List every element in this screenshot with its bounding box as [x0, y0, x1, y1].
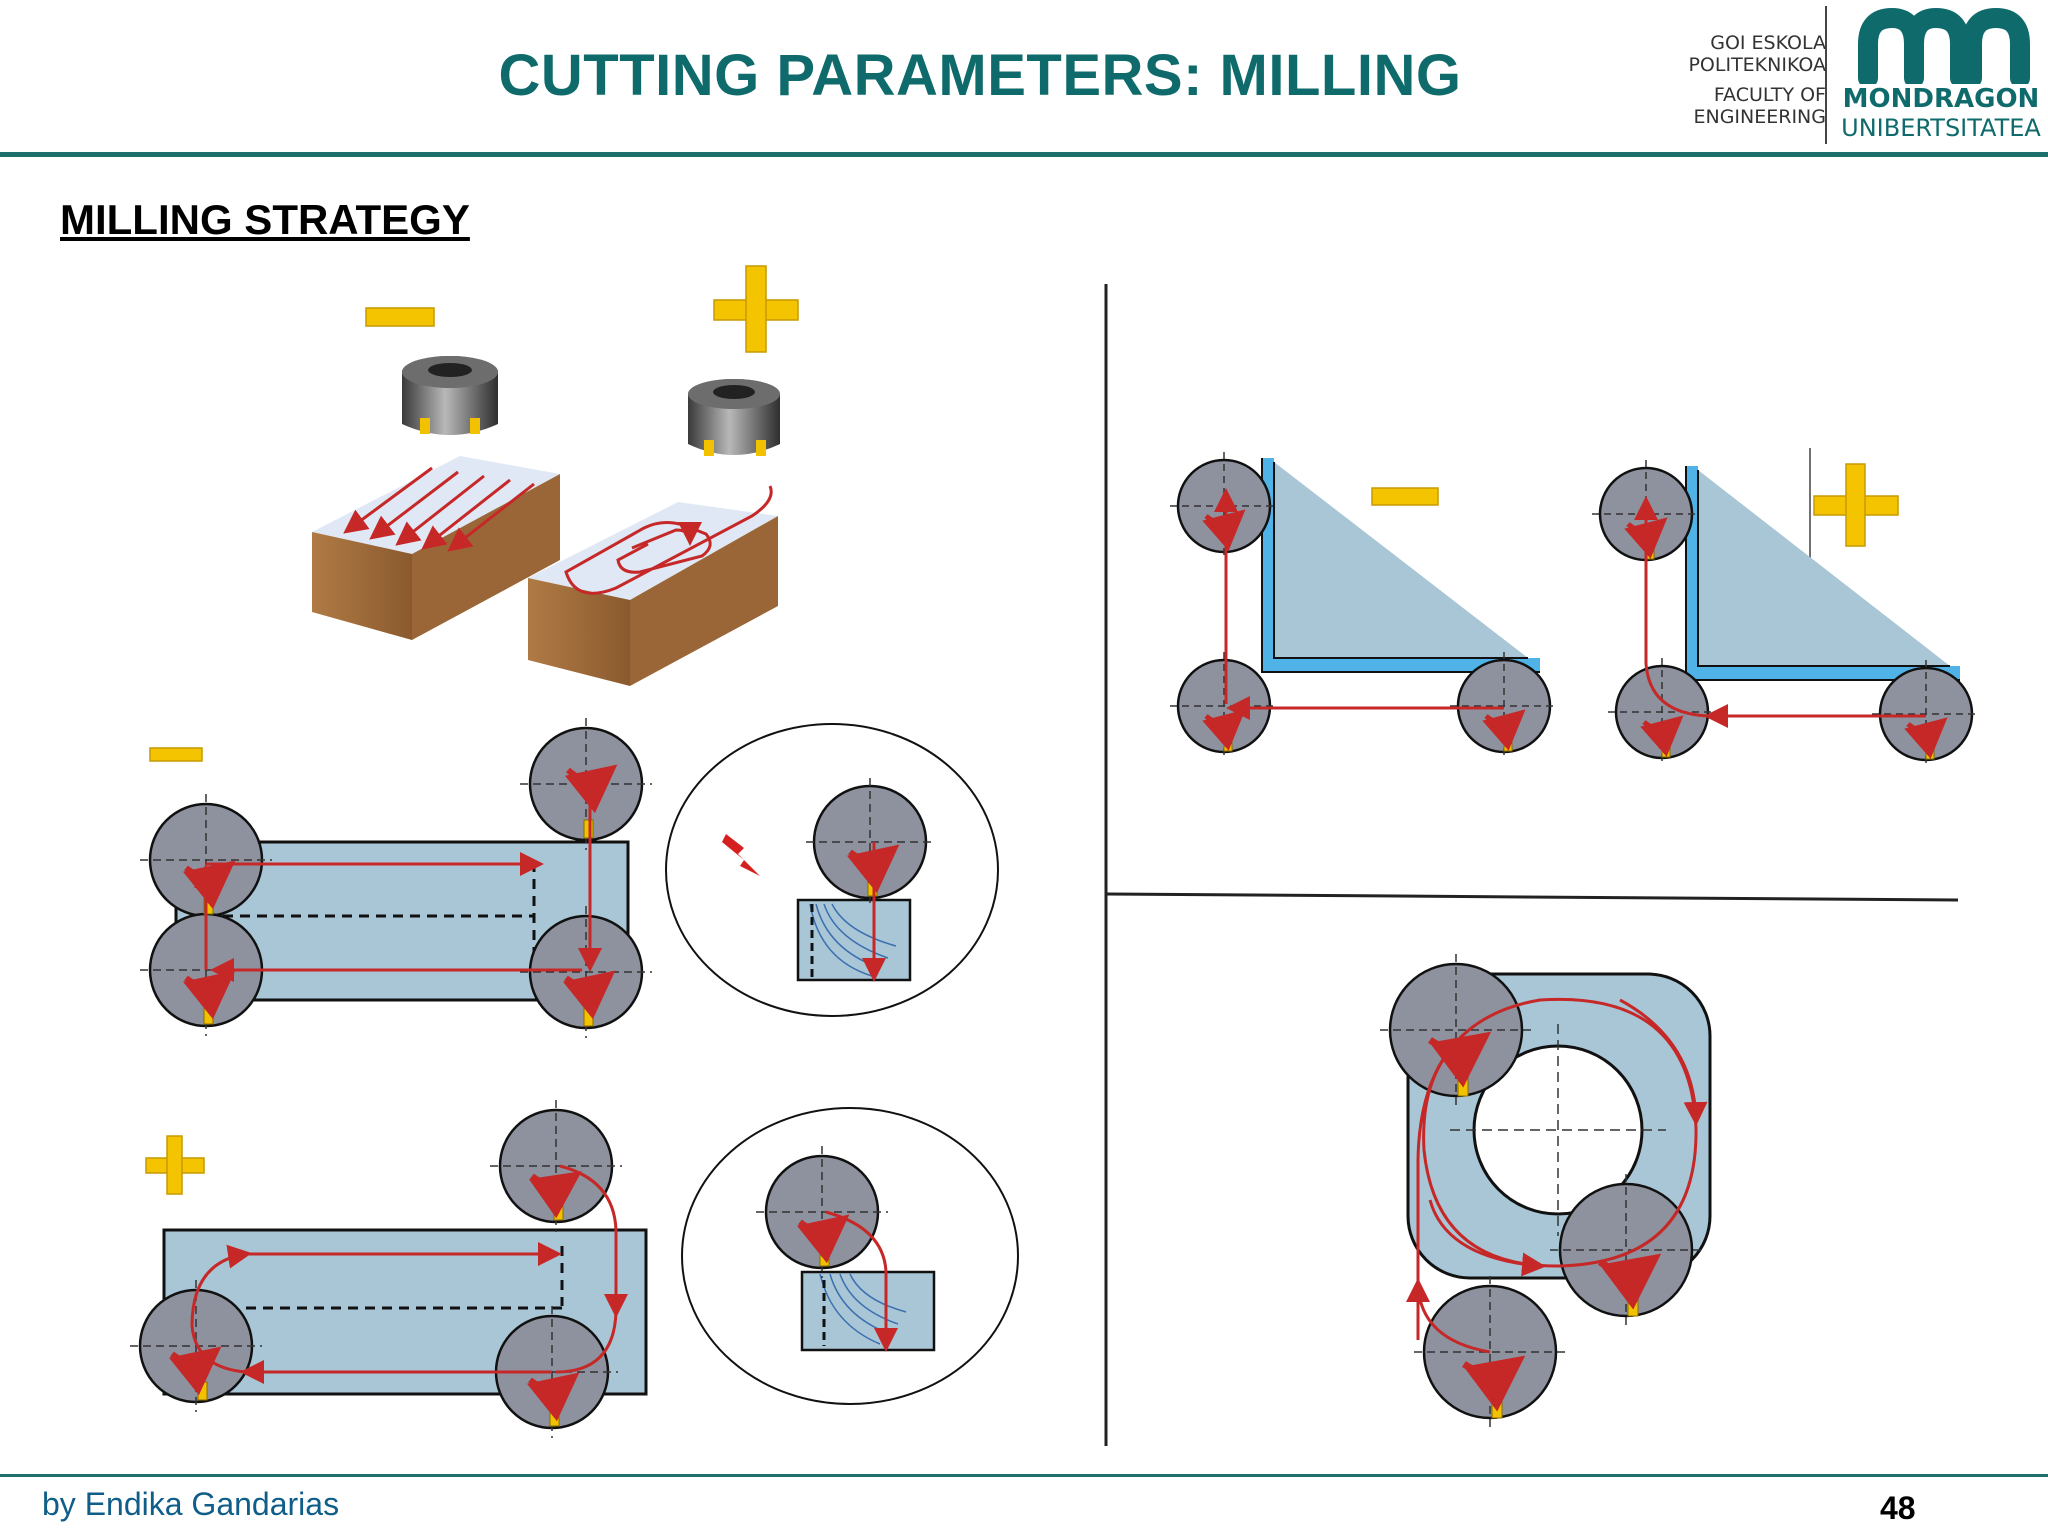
logo-university-text: MONDRAGON UNIBERTSITATEA — [1836, 84, 2046, 142]
logo-faculty-line2: ENGINEERING — [1693, 106, 1826, 128]
plus-sign-icon — [145, 1135, 205, 1195]
minus-sign-icon — [365, 307, 435, 327]
footer-divider — [0, 1474, 2048, 1477]
logo-school-text: GOI ESKOLA POLITEKNIKOA FACULTY OF ENGIN… — [1688, 32, 1826, 128]
face-mill-cutter-left — [402, 356, 498, 435]
logo-university-line2: UNIBERTSITATEA — [1841, 114, 2041, 142]
face-mill-cutter-right — [688, 379, 780, 456]
section-heading: MILLING STRATEGY — [60, 196, 470, 243]
lightning-icon — [722, 834, 760, 876]
university-logo: GOI ESKOLA POLITEKNIKOA FACULTY OF ENGIN… — [1660, 0, 2048, 150]
horizontal-divider — [1105, 892, 1959, 902]
slide-title: CUTTING PARAMETERS: MILLING — [498, 43, 1462, 108]
minus-sign-icon — [149, 747, 203, 762]
logo-separator — [1825, 6, 1827, 144]
page-number: 48 — [1880, 1490, 1916, 1526]
logo-school-line2: POLITEKNIKOA — [1688, 54, 1826, 76]
workpiece-block-right — [528, 485, 778, 686]
logo-faculty-line1: FACULTY OF — [1713, 84, 1826, 106]
logo-school-line1: GOI ESKOLA — [1710, 32, 1826, 54]
corner-path-minus — [1261, 458, 1540, 673]
milling-strategy-diagram — [130, 265, 1980, 1446]
plus-sign-icon — [1813, 463, 1899, 547]
zoom-detail-minus — [665, 723, 999, 1017]
zoom-detail-plus — [681, 1107, 1019, 1405]
author-credit: by Endika Gandarias — [42, 1486, 340, 1522]
plus-sign-icon — [713, 265, 799, 353]
mondragon-mark-icon — [1858, 7, 2030, 84]
workpiece-block-left — [312, 456, 560, 640]
minus-sign-icon — [1371, 487, 1439, 506]
header-divider — [0, 152, 2048, 157]
logo-university-line1: MONDRAGON — [1842, 84, 2040, 114]
